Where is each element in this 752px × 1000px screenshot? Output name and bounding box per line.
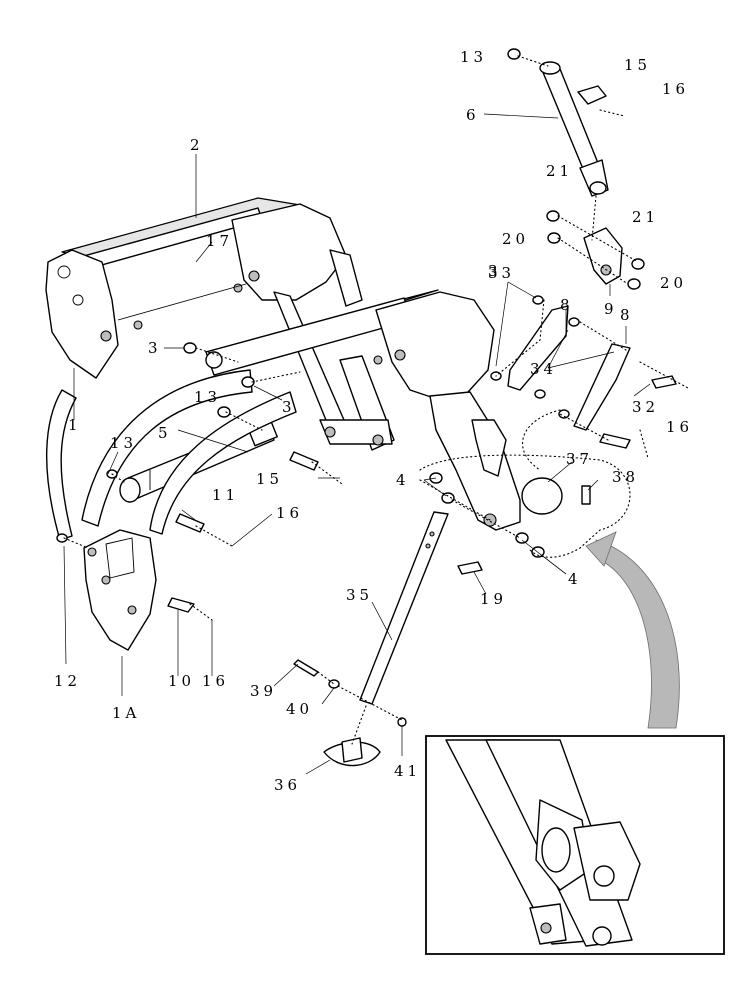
callout-1a: 1A: [112, 704, 140, 722]
support-bar-35: [359, 511, 449, 705]
callout-1: 1: [68, 416, 82, 434]
callout-32: 32: [632, 398, 659, 416]
callout-3-c: 3: [488, 262, 502, 280]
detail-arrow: [585, 531, 680, 729]
callout-3-b: 3: [282, 398, 296, 416]
callout-2: 2: [190, 136, 204, 154]
callout-17: 17: [206, 232, 233, 250]
callout-33: 33: [488, 264, 515, 282]
callout-5: 5: [158, 424, 172, 442]
callout-4-a: 4: [396, 471, 410, 489]
callout-34: 34: [530, 360, 557, 378]
callout-41: 41: [394, 762, 421, 780]
callout-13-c: 13: [110, 434, 137, 452]
callout-16-a: 16: [662, 80, 689, 98]
callout-21-b: 21: [632, 208, 659, 226]
quick-attach-bracket: [83, 529, 157, 651]
main-boom-arm: [205, 289, 521, 531]
callout-15-b: 15: [256, 470, 283, 488]
callout-36: 36: [274, 776, 301, 794]
callout-8-b: 8: [620, 306, 634, 324]
detail-inset: [425, 735, 725, 955]
callout-39: 39: [250, 682, 277, 700]
callout-4-b: 4: [568, 570, 582, 588]
callout-37: 37: [566, 450, 593, 468]
callout-16-c: 16: [276, 504, 303, 522]
upper-cylinder-6: [507, 48, 609, 197]
callout-20-a: 20: [502, 230, 529, 248]
callout-35: 35: [346, 586, 373, 604]
callout-8-a: 8: [560, 296, 574, 314]
upper-arm-assembly: [45, 197, 363, 431]
callout-9: 9: [604, 300, 618, 318]
callout-11: 11: [212, 486, 239, 504]
callout-15-a: 15: [624, 56, 651, 74]
callout-20-b: 20: [660, 274, 687, 292]
callout-16-b: 16: [666, 418, 693, 436]
callout-6: 6: [466, 106, 480, 124]
callout-10: 10: [168, 672, 195, 690]
callout-40: 40: [286, 700, 313, 718]
callout-3-a: 3: [148, 339, 162, 357]
link-9: [583, 227, 623, 285]
callout-12: 12: [54, 672, 81, 690]
callout-labels: 1 1A 2 3 3 3 4 4 5 6 8 8 9 10 11 12 13 1…: [54, 48, 693, 794]
callout-38: 38: [612, 468, 639, 486]
callout-13-b: 13: [194, 388, 221, 406]
callout-19: 19: [480, 590, 507, 608]
callout-16-d: 16: [202, 672, 229, 690]
callout-leaders: [63, 113, 651, 775]
assembly-lines: [63, 55, 689, 745]
links-8: [507, 305, 631, 431]
callout-13-a: 13: [460, 48, 487, 66]
swept-strap: [45, 369, 297, 541]
callout-21-a: 21: [546, 162, 573, 180]
